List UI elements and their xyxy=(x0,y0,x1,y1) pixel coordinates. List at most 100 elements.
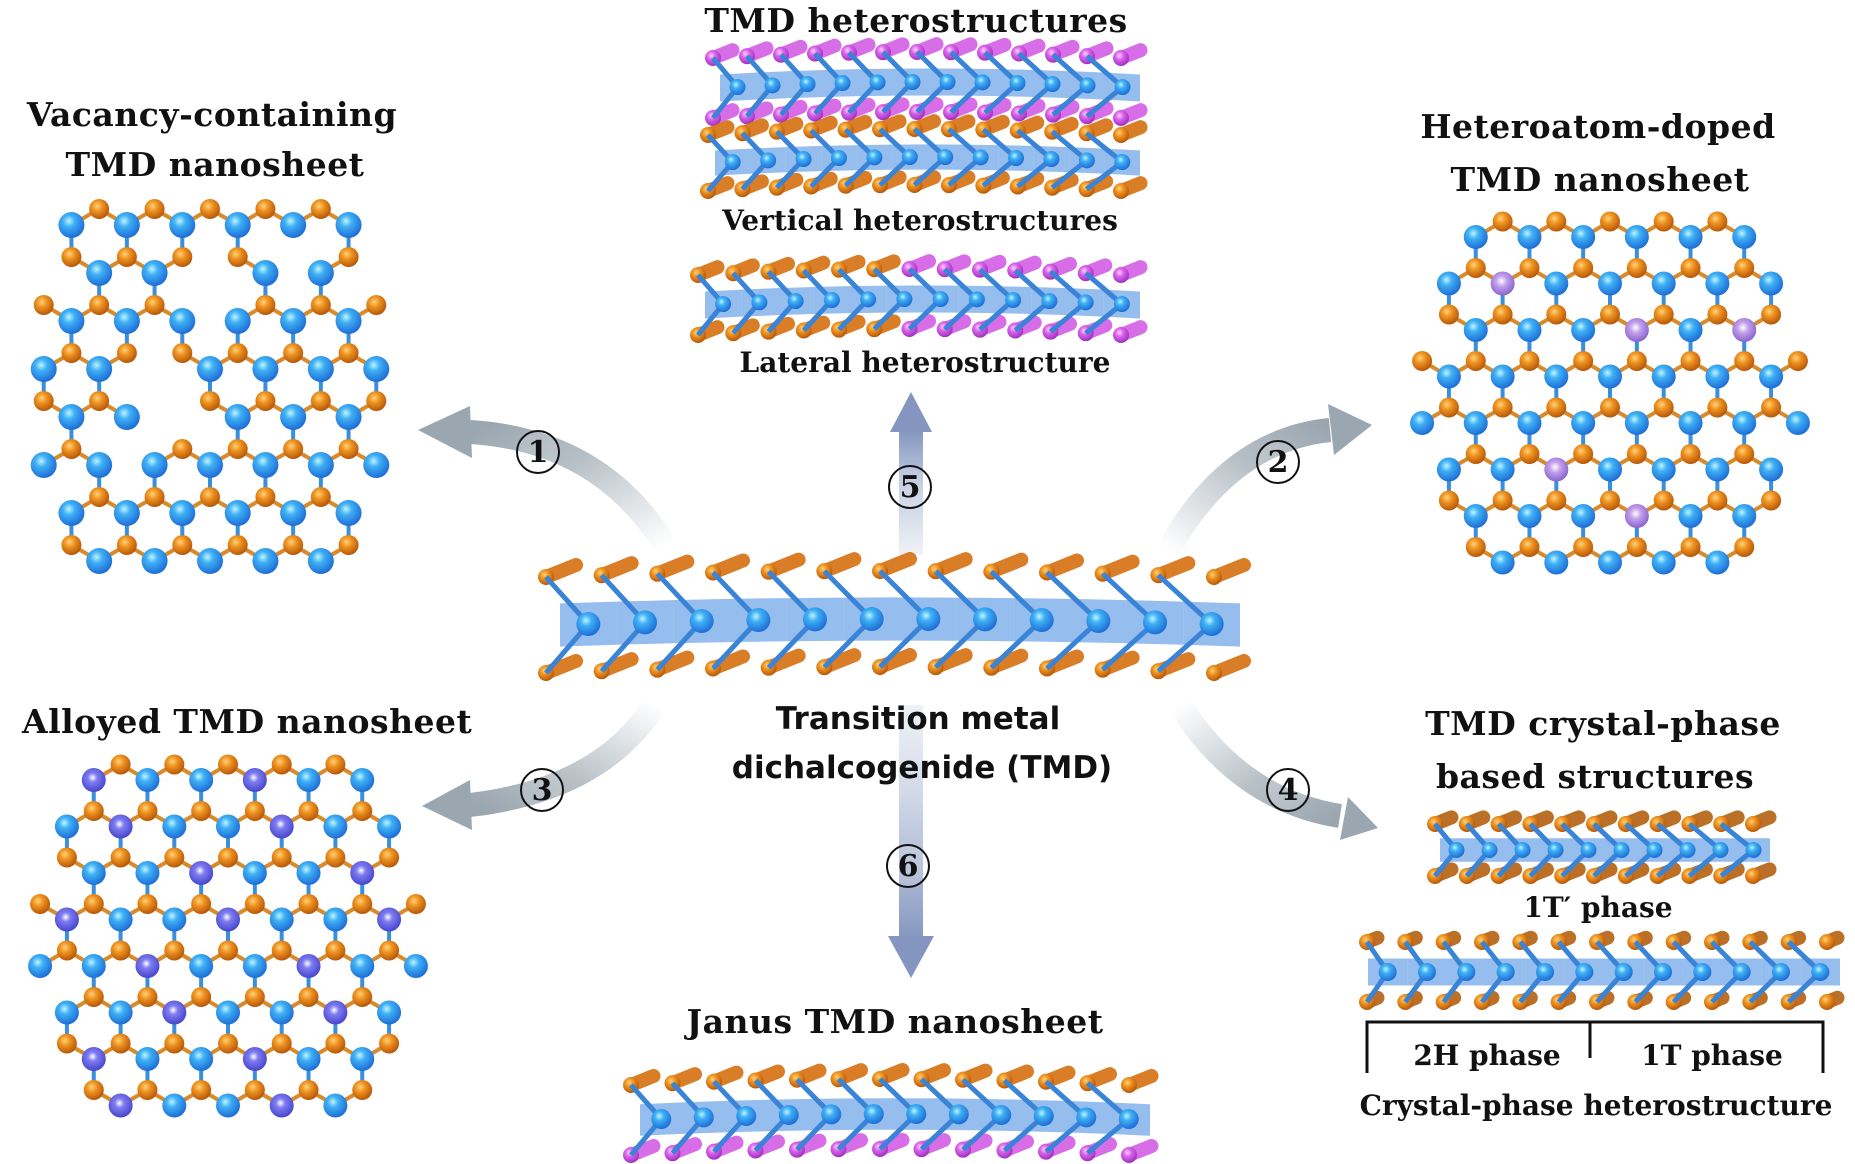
metal-atom xyxy=(307,260,334,286)
chalcogen-atom xyxy=(271,1033,292,1054)
chalcogen-atom xyxy=(283,343,304,363)
phase-bracket xyxy=(1365,1020,1825,1073)
chalcogen-atom xyxy=(227,343,248,363)
metal-atom xyxy=(651,1109,672,1130)
metal-atom xyxy=(350,954,375,978)
metal-atom xyxy=(280,212,307,238)
metal-atom xyxy=(1571,411,1596,435)
heterostructures-title: TMD heterostructures xyxy=(704,1,1128,40)
metal-atom xyxy=(1705,550,1730,575)
chalcogen-atom xyxy=(298,1080,319,1100)
chalcogen-atom xyxy=(1492,397,1513,418)
chalcogen-atom xyxy=(379,1033,400,1054)
chalcogen-atom xyxy=(352,801,373,821)
chalcogen-atom xyxy=(1573,537,1594,557)
metal-atom xyxy=(1745,842,1762,858)
metal-atom xyxy=(1811,963,1830,981)
crystal-phase-heterostructure-sheet xyxy=(1359,930,1845,1010)
metal-atom xyxy=(1078,152,1095,169)
metal-atom xyxy=(795,151,812,168)
metal-atom xyxy=(363,356,390,382)
chalcogen-atom xyxy=(310,391,331,411)
chalcogen-atom xyxy=(137,987,158,1007)
chalcogen-atom xyxy=(172,343,193,363)
chalcogen-atom xyxy=(89,199,110,219)
metal-atom xyxy=(1033,1106,1054,1127)
metal-atom xyxy=(633,610,657,635)
metal-atom xyxy=(1077,294,1094,311)
step-5-badge: 5 xyxy=(888,465,932,509)
metal-atom xyxy=(113,212,140,238)
chalcogen-atom xyxy=(405,894,426,914)
chalcogen-atom xyxy=(1519,537,1540,557)
chalcogen-atom xyxy=(164,754,185,775)
metal-atom xyxy=(135,1047,160,1071)
metal-atom xyxy=(189,768,214,792)
chalcogen-atom xyxy=(1680,258,1701,278)
chalcogen-atom xyxy=(283,535,304,555)
vertical-heterostructure-top-layer xyxy=(705,37,1148,126)
chalcogen-atom xyxy=(244,801,265,821)
lateral-heterostructure-label: Lateral heterostructure xyxy=(739,346,1111,379)
pristine-tmd-sheet xyxy=(538,552,1251,681)
metal-atom xyxy=(803,607,827,632)
metal-atom xyxy=(1496,963,1515,981)
chalcogen-atom xyxy=(110,754,131,775)
heteroatom-title-line1: Heteroatom-doped xyxy=(1420,107,1776,146)
chalcogen-atom-top xyxy=(1745,816,1761,832)
metal-atom xyxy=(1705,364,1730,389)
vacancy-title-line2: TMD nanosheet xyxy=(65,145,365,184)
metal-atom xyxy=(904,74,921,91)
metal-atom xyxy=(296,861,321,885)
chalcogen-atom xyxy=(1546,211,1567,232)
metal-atom xyxy=(1378,963,1397,981)
chalcogen-atom xyxy=(1600,304,1620,325)
chalcogen-atom xyxy=(1680,351,1701,371)
chalcogen-atom xyxy=(1653,397,1674,418)
metal-atom xyxy=(1490,271,1515,296)
metal-atom xyxy=(86,452,113,478)
metal-atom xyxy=(1614,963,1633,981)
metal-atom xyxy=(1463,504,1488,528)
metal-atom xyxy=(242,861,267,885)
metal-atom xyxy=(1436,271,1461,296)
metal-atom xyxy=(108,1093,133,1118)
metal-atom xyxy=(135,768,160,792)
chalcogen-atom xyxy=(56,940,77,961)
chalcogen-atom xyxy=(1465,351,1486,371)
chalcogen-atom xyxy=(1653,211,1674,232)
chalcogen-atom xyxy=(255,391,276,411)
chalcogen-atom xyxy=(227,535,248,555)
metal-atom xyxy=(1575,963,1594,981)
metal-atom xyxy=(54,814,79,839)
chalcogen-atom xyxy=(255,487,276,507)
metal-atom xyxy=(948,1104,969,1125)
chalcogen-atom xyxy=(61,439,82,459)
metal-atom xyxy=(1732,411,1757,435)
metal-atom xyxy=(932,291,949,308)
metal-atom xyxy=(141,548,168,574)
metal-atom xyxy=(1086,609,1111,634)
chalcogen-atom-bottom xyxy=(1113,183,1129,199)
chalcogen-atom xyxy=(89,487,110,507)
chalcogen-atom xyxy=(137,801,158,821)
metal-atom xyxy=(162,1000,187,1025)
metal-atom xyxy=(81,954,106,978)
lattice-atoms xyxy=(1410,211,1810,575)
chalcogen-atom xyxy=(352,894,373,914)
metal-atom xyxy=(1598,550,1622,575)
metal-atom xyxy=(307,548,334,574)
metal-atom xyxy=(1041,293,1058,310)
metal-atom xyxy=(746,608,771,633)
chalcogen-atom xyxy=(164,1033,185,1054)
metal-atom xyxy=(1457,963,1476,981)
metal-atom xyxy=(1490,457,1515,482)
chalcogen-atom xyxy=(244,1080,265,1100)
step-2-badge: 2 xyxy=(1256,440,1300,484)
vertical-heterostructures-label: Vertical heterostructures xyxy=(722,204,1118,237)
metal-atom xyxy=(1705,271,1730,296)
chalcogen-atom xyxy=(310,295,331,315)
chalcogen-atom xyxy=(244,987,265,1007)
metal-atom xyxy=(1008,150,1025,167)
